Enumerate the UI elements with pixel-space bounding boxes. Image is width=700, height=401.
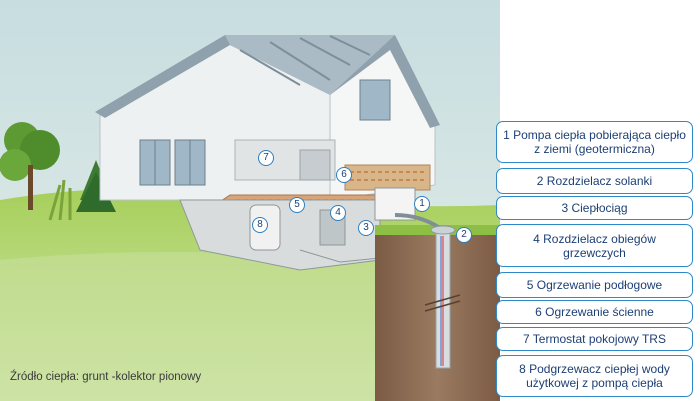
house-illustration — [0, 0, 500, 401]
marker-4: 4 — [330, 205, 346, 221]
marker-5: 5 — [289, 197, 305, 213]
legend-item-8: 8 Podgrzewacz ciepłej wody użytkowej z p… — [496, 355, 693, 397]
marker-2: 2 — [456, 227, 472, 243]
marker-1: 1 — [414, 196, 430, 212]
legend-item-4: 4 Rozdzielacz obiegów grzewczych — [496, 224, 693, 267]
legend-item-2: 2 Rozdzielacz solanki — [496, 168, 693, 194]
marker-3: 3 — [358, 220, 374, 236]
legend-item-6: 6 Ogrzewanie ścienne — [496, 300, 693, 324]
legend-item-7: 7 Termostat pokojowy TRS — [496, 327, 693, 351]
marker-6: 6 — [336, 167, 352, 183]
heat-source-caption: Źródło ciepła: grunt -kolektor pionowy — [10, 371, 202, 383]
legend-item-3: 3 Ciepłociąg — [496, 196, 693, 220]
marker-7: 7 — [258, 150, 274, 166]
legend-item-5: 5 Ogrzewanie podłogowe — [496, 272, 693, 298]
marker-8: 8 — [252, 217, 268, 233]
legend-item-1: 1 Pompa ciepła pobierająca ciepło z ziem… — [496, 121, 693, 163]
